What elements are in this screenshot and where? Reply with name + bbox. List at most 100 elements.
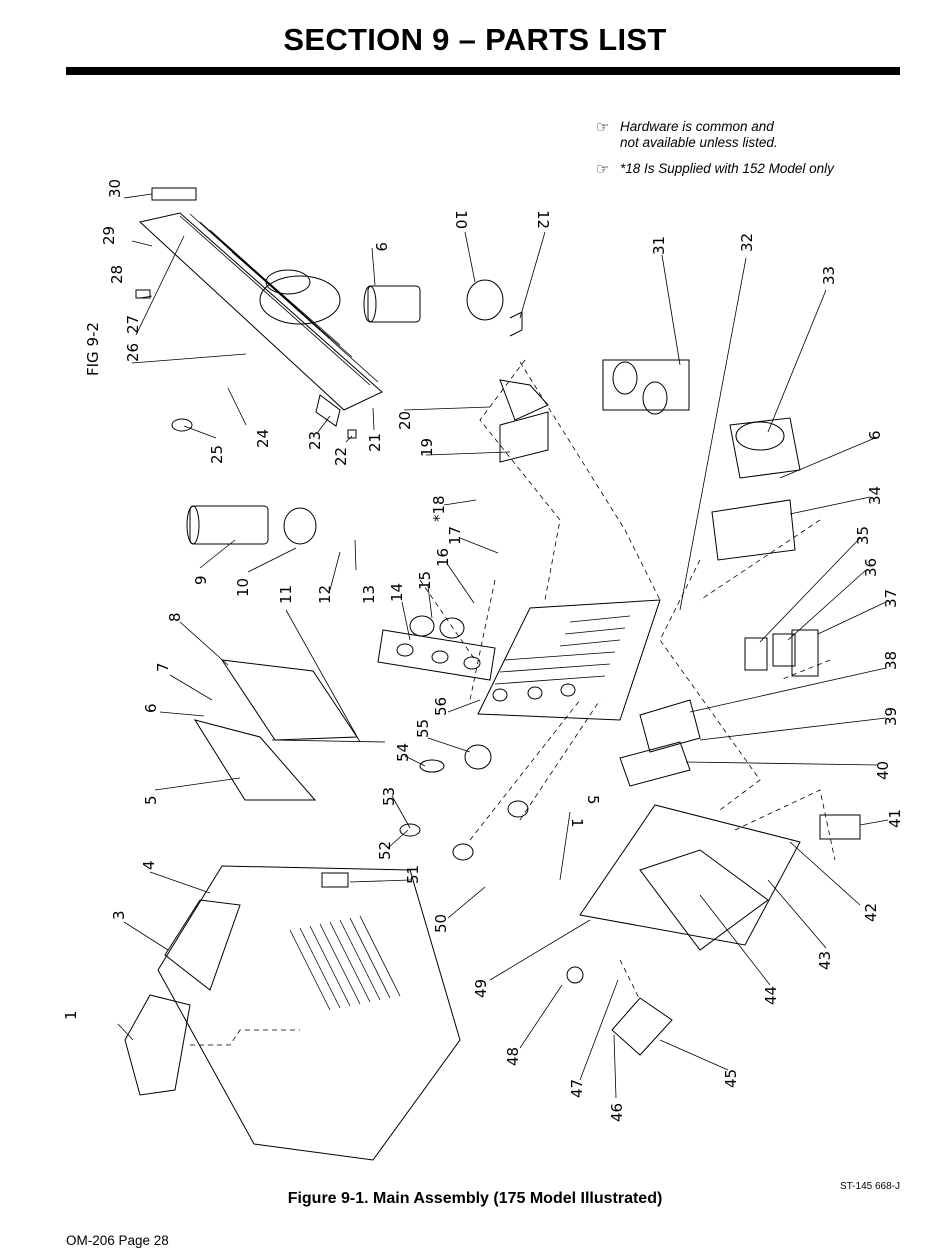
part-35 [744, 637, 768, 671]
assembly-lines [190, 359, 836, 1046]
case-louvers [289, 915, 401, 1011]
callout-12-top: 12 [534, 210, 552, 229]
callout-20: 20 [396, 411, 414, 430]
page-footer: OM-206 Page 28 [66, 1233, 169, 1248]
callout-29: 29 [100, 226, 118, 245]
knob-25 [171, 418, 193, 432]
part-41 [819, 814, 861, 840]
knob-48 [566, 966, 584, 984]
callout-44: 44 [762, 986, 780, 1005]
knob-15b [439, 617, 465, 639]
label-3 [164, 899, 241, 991]
callout-8: 8 [166, 612, 184, 622]
callout-7: 7 [154, 662, 172, 672]
connector-55 [464, 744, 492, 770]
callout-52: 52 [376, 841, 394, 860]
base-plate-49 [579, 804, 801, 946]
callout-34: 34 [866, 486, 884, 505]
bracket-12-top [509, 311, 523, 337]
toroid-33-base [729, 417, 801, 479]
callout-15: 15 [416, 571, 434, 590]
callout-17: 17 [446, 526, 464, 545]
callout-22: 22 [332, 447, 350, 466]
note-text: *18 Is Supplied with 152 Model only [620, 161, 834, 176]
page-title: SECTION 9 – PARTS LIST [283, 22, 667, 57]
part-36 [772, 633, 796, 667]
callout-25: 25 [208, 445, 226, 464]
plate-14 [377, 629, 496, 681]
callout-14: 14 [388, 583, 406, 602]
callout-13: 13 [360, 585, 378, 604]
part-23 [315, 394, 341, 427]
callout-53: 53 [380, 787, 398, 806]
bracket-45 [611, 997, 673, 1056]
callout-21: 21 [366, 433, 384, 452]
knob-15a [409, 615, 435, 637]
capacitor-9-top [367, 285, 421, 323]
callout-18: *18 [430, 495, 448, 522]
leader-lines [117, 193, 889, 1099]
callout-49: 49 [472, 979, 490, 998]
callout-26: 26 [124, 343, 142, 362]
terminal-54 [419, 759, 445, 773]
callout-38: 38 [882, 651, 900, 670]
callout-4: 4 [140, 860, 158, 870]
callout-5-right: 5 [584, 795, 602, 805]
terminal-53 [399, 823, 421, 837]
callout-56: 56 [432, 697, 450, 716]
callout-40: 40 [874, 761, 892, 780]
note-text: Hardware is common and not available unl… [620, 119, 778, 150]
case-4 [157, 865, 461, 1161]
callout-1-bushing: 1 [568, 818, 586, 828]
callout-19: 19 [418, 438, 436, 457]
callout-24: 24 [254, 429, 272, 448]
clamp-10-top [466, 279, 504, 321]
figure-caption: Figure 9-1. Main Assembly (175 Model Ill… [287, 1190, 663, 1207]
callout-9-left: 9 [192, 575, 210, 585]
callout-39: 39 [882, 707, 900, 726]
reactor-34 [711, 499, 796, 561]
callout-23: 23 [306, 431, 324, 450]
note-hardware: ☞ Hardware is common and not available u… [596, 119, 778, 151]
callout-12-left: 12 [316, 585, 334, 604]
callout-5-left: 5 [142, 795, 160, 805]
callout-1-handle: 1 [62, 1010, 80, 1020]
callout-10-left: 10 [234, 578, 252, 597]
capacitor-9-left [189, 505, 269, 545]
callout-3: 3 [110, 910, 128, 920]
callout-11: 11 [277, 585, 295, 604]
callout-31: 31 [650, 236, 668, 255]
fan-blade-part [259, 275, 341, 325]
figure-code: ST-145 668-J [839, 1181, 900, 1192]
callout-27: 27 [124, 315, 142, 334]
handle-1 [124, 994, 191, 1096]
callout-9-top: 9 [372, 242, 390, 252]
front-panel-louvers [494, 615, 631, 685]
callout-36: 36 [862, 558, 880, 577]
callout-37: 37 [882, 589, 900, 608]
callout-48: 48 [504, 1047, 522, 1066]
part-37 [791, 629, 819, 677]
callout-6-right: 6 [866, 430, 884, 440]
pointing-hand-icon: ☞ [596, 161, 610, 178]
callout-46: 46 [608, 1103, 626, 1122]
callout-51: 51 [404, 865, 422, 884]
transformer-31 [602, 359, 690, 411]
callout-50: 50 [432, 914, 450, 933]
bushing-1a [507, 800, 529, 818]
bushing-50a [452, 843, 474, 861]
fig-9-2-reference: FIG 9-2 [84, 322, 102, 376]
cover-5 [193, 719, 317, 801]
title-rule [66, 67, 900, 75]
callout-32: 32 [738, 233, 756, 252]
front-panel-56 [477, 599, 661, 721]
callout-54: 54 [394, 743, 412, 762]
callout-10-top: 10 [452, 210, 470, 229]
bracket-19 [499, 411, 549, 463]
switch-38 [639, 699, 701, 753]
callout-28: 28 [108, 265, 126, 284]
label-51 [321, 872, 349, 888]
callout-45: 45 [722, 1069, 740, 1088]
callout-47: 47 [568, 1079, 586, 1098]
